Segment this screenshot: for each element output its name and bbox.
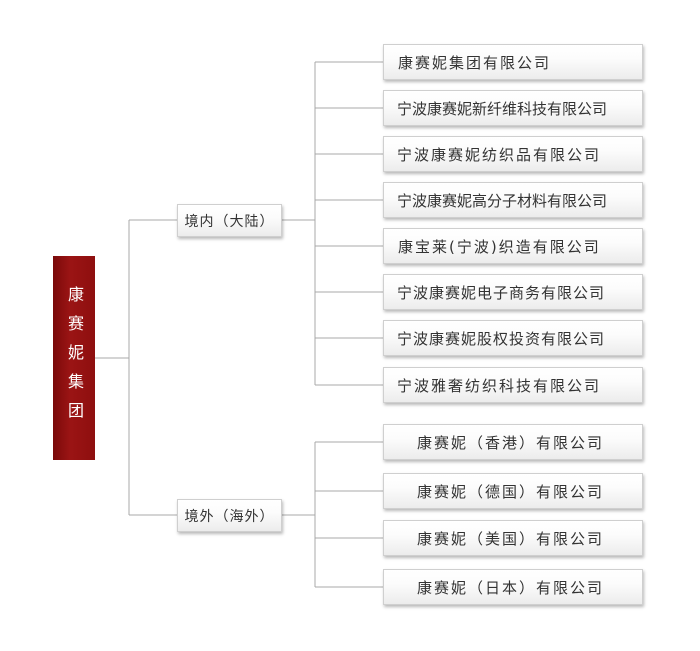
company-label: 宁波雅奢纺织科技有限公司 — [397, 376, 602, 395]
overseas-company-node: 康赛妮（日本）有限公司 — [383, 569, 643, 605]
domestic-label: 境内（大陆） — [184, 213, 275, 230]
company-label: 宁波康赛妮纺织品有限公司 — [397, 145, 602, 164]
domestic-company-node: 宁波雅奢纺织科技有限公司 — [383, 367, 643, 403]
company-label: 宁波康赛妮电子商务有限公司 — [397, 283, 606, 302]
root-label: 康赛妮集团 — [65, 285, 84, 431]
overseas-company-node: 康赛妮（美国）有限公司 — [383, 520, 643, 556]
company-label: 宁波康赛妮新纤维科技有限公司 — [397, 99, 608, 118]
domestic-company-node: 宁波康赛妮电子商务有限公司 — [383, 274, 643, 310]
domestic-company-node: 宁波康赛妮高分子材料有限公司 — [383, 182, 643, 218]
company-label: 康赛妮（德国）有限公司 — [417, 482, 605, 501]
domestic-company-node: 康宝莱(宁波)织造有限公司 — [383, 228, 643, 264]
company-label: 康赛妮（日本）有限公司 — [417, 578, 605, 597]
domestic-company-node: 宁波康赛妮纺织品有限公司 — [383, 136, 643, 172]
company-label: 宁波康赛妮高分子材料有限公司 — [397, 191, 608, 210]
domestic-company-node: 康赛妮集团有限公司 — [383, 44, 643, 80]
domestic-node: 境内（大陆） — [177, 204, 282, 237]
company-label: 康赛妮（美国）有限公司 — [417, 529, 605, 548]
overseas-node: 境外（海外） — [177, 499, 282, 532]
overseas-company-node: 康赛妮（香港）有限公司 — [383, 424, 643, 460]
overseas-company-node: 康赛妮（德国）有限公司 — [383, 473, 643, 509]
company-label: 宁波康赛妮股权投资有限公司 — [397, 329, 606, 348]
domestic-company-node: 宁波康赛妮股权投资有限公司 — [383, 320, 643, 356]
root-node: 康赛妮集团 — [53, 256, 95, 460]
company-label: 康宝莱(宁波)织造有限公司 — [398, 237, 601, 256]
company-label: 康赛妮集团有限公司 — [398, 53, 552, 72]
domestic-company-node: 宁波康赛妮新纤维科技有限公司 — [383, 90, 643, 126]
company-label: 康赛妮（香港）有限公司 — [417, 433, 605, 452]
overseas-label: 境外（海外） — [184, 508, 275, 525]
